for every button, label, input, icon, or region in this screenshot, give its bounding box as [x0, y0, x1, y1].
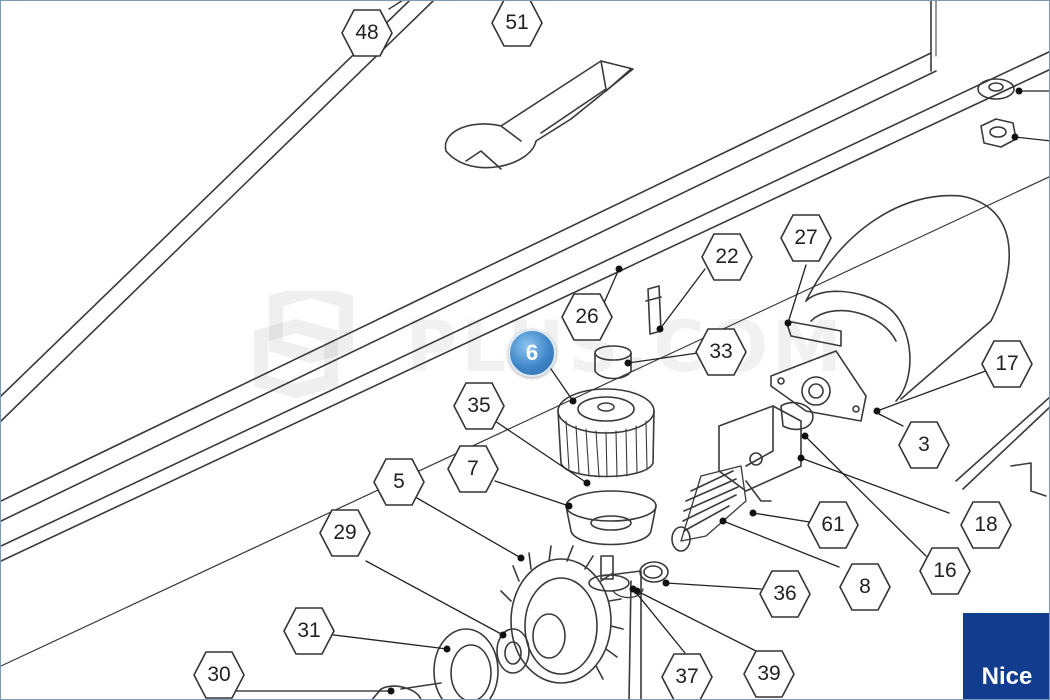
rail-beam [1, 1, 1049, 667]
hexagon-icon [780, 214, 832, 262]
callout-label: 5 [393, 470, 405, 493]
callout-part-27[interactable]: 27 [780, 212, 832, 264]
hexagon-icon [759, 570, 811, 618]
callout-label: 31 [297, 619, 321, 642]
hexagon-icon [701, 233, 753, 281]
callout-part-31[interactable]: 31 [283, 605, 335, 657]
callout-label: 30 [207, 663, 231, 686]
brand-logo: Nice [963, 613, 1049, 699]
hexagon-icon [743, 650, 795, 698]
callout-part-26[interactable]: 26 [561, 291, 613, 343]
hexagon-icon [373, 458, 425, 506]
callout-label: 37 [675, 665, 699, 688]
spacer-sleeve [594, 345, 632, 380]
brand-logo-text: Nice [981, 663, 1033, 690]
callout-label: 26 [575, 305, 599, 328]
hexagon-icon [960, 501, 1012, 549]
callout-part-5[interactable]: 5 [373, 456, 425, 508]
hexagon-icon [695, 328, 747, 376]
callout-label: 17 [995, 352, 1019, 375]
callout-part-3[interactable]: 3 [898, 419, 950, 471]
hexagon-icon [981, 340, 1033, 388]
callout-label: 3 [918, 433, 930, 456]
callout-part-17[interactable]: 17 [981, 338, 1033, 390]
hexagon-icon [491, 1, 543, 47]
callout-label: 27 [794, 226, 818, 249]
watermark-logo-icon [254, 291, 353, 399]
callout-label: 16 [933, 559, 957, 582]
hexagon-icon [561, 293, 613, 341]
hexagon-icon [319, 509, 371, 557]
hexagon-icon [453, 382, 505, 430]
callout-label: 29 [333, 521, 357, 544]
washer-nut-parts [977, 78, 1017, 148]
callout-part-48[interactable]: 48 [341, 7, 393, 59]
callout-part-33[interactable]: 33 [695, 326, 747, 378]
callout-part-37[interactable]: 37 [661, 651, 713, 699]
callout-label: 18 [974, 513, 998, 536]
callout-label: 51 [505, 11, 529, 34]
callout-part-30[interactable]: 30 [193, 649, 245, 699]
hexagon-icon [447, 445, 499, 493]
hexagon-icon [341, 9, 393, 57]
motor-cylinder [805, 194, 1010, 402]
highlighted-part-label: 6 [525, 340, 539, 365]
callout-part-36[interactable]: 36 [759, 568, 811, 620]
callout-part-16[interactable]: 16 [919, 545, 971, 597]
clutch-flange [371, 628, 530, 699]
callout-label: 35 [467, 394, 491, 417]
leader-dots [387, 87, 1023, 695]
callout-part-18[interactable]: 18 [960, 499, 1012, 551]
bearing-cup [565, 490, 657, 546]
callout-label: 7 [467, 457, 479, 480]
hexagon-icon [283, 607, 335, 655]
callout-label: 36 [773, 582, 797, 605]
callout-part-35[interactable]: 35 [453, 380, 505, 432]
callout-label: 22 [715, 245, 739, 268]
leader-lines [232, 1, 1049, 692]
callout-part-22[interactable]: 22 [701, 231, 753, 283]
callout-label: 39 [757, 662, 781, 685]
drive-gear [500, 545, 642, 699]
callout-part-29[interactable]: 29 [319, 507, 371, 559]
callout-label: 48 [355, 21, 379, 44]
hexagon-icon [807, 501, 859, 549]
callout-part-7[interactable]: 7 [447, 443, 499, 495]
callout-label: 61 [821, 513, 845, 536]
callout-label: 33 [709, 340, 733, 363]
hexagon-icon [661, 653, 713, 699]
hexagon-icon [839, 563, 891, 611]
circlip-parts [612, 561, 669, 599]
callout-part-8[interactable]: 8 [839, 561, 891, 613]
pinion-gear [557, 388, 655, 478]
callout-label: 8 [859, 575, 871, 598]
worm-gear-assembly [671, 405, 802, 552]
callout-part-39[interactable]: 39 [743, 648, 795, 699]
hexagon-icon [919, 547, 971, 595]
motor-bracket [770, 320, 867, 431]
highlighted-part-6[interactable]: 6 [508, 329, 556, 377]
hexagon-icon [193, 651, 245, 699]
rod-part [955, 396, 1049, 497]
callout-part-61[interactable]: 61 [807, 499, 859, 551]
callout-part-51[interactable]: 51 [491, 1, 543, 49]
hexagon-icon [898, 421, 950, 469]
